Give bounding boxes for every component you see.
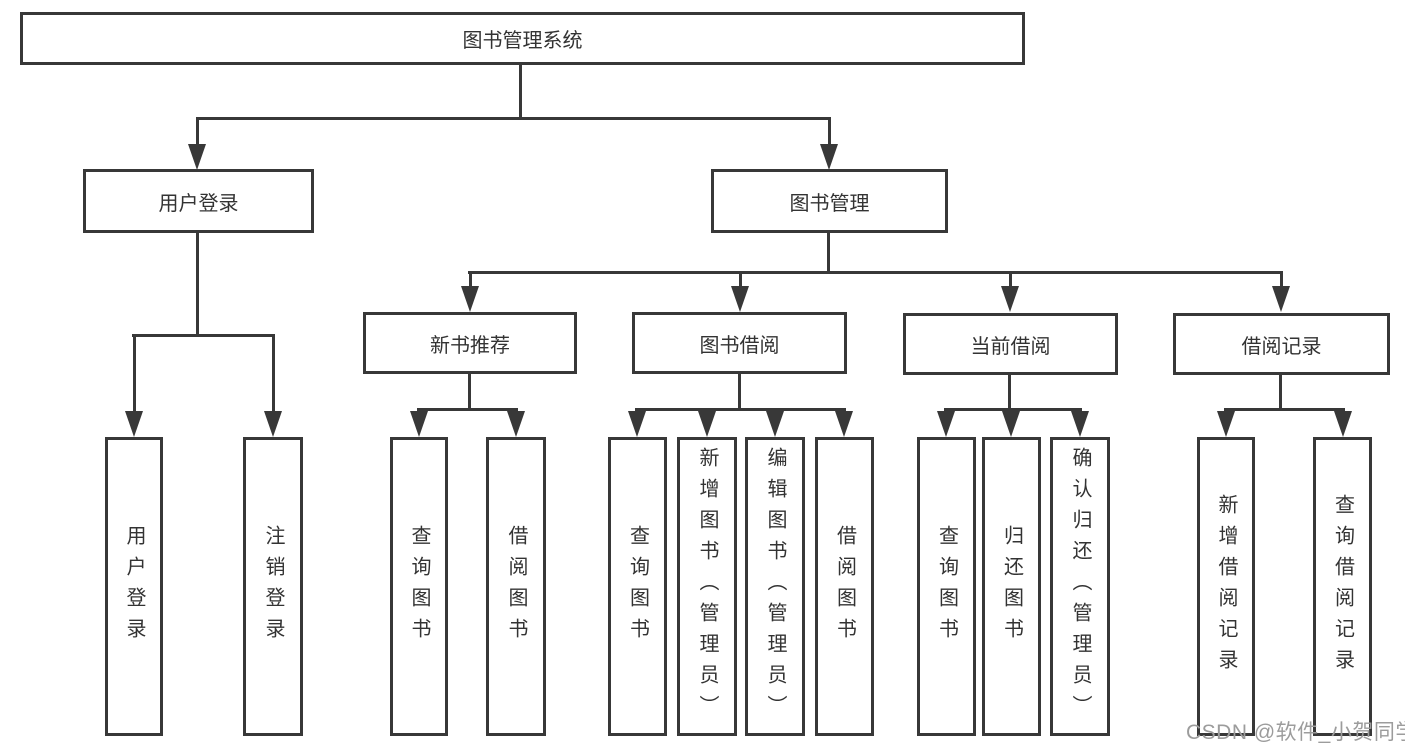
node-label: 借阅记录	[1241, 335, 1322, 358]
node-book-borrowing: 图书借阅	[632, 312, 847, 374]
arrow-leaf-query-record	[1334, 408, 1352, 437]
node-label: 新增图书（管理员）	[696, 447, 718, 726]
arrow-leaf-add-record	[1217, 408, 1235, 437]
node-label: 查询图书	[408, 524, 430, 649]
node-label: 图书借阅	[699, 334, 780, 357]
node-label: 确认归还（管理员）	[1069, 447, 1091, 726]
node-user-login: 用户登录	[83, 169, 314, 233]
leaf-query-books: 查询图书	[917, 437, 976, 736]
edge-borrow-records-branch	[1224, 408, 1344, 411]
edge-book-management-stem	[827, 233, 830, 273]
arrow-new-book-recommend	[461, 271, 479, 312]
arrow-leaf-borrow-books	[507, 408, 525, 437]
arrow-leaf-query-books	[410, 408, 428, 437]
edge-new-book-stem	[468, 374, 471, 410]
node-label: 归还图书	[1000, 524, 1023, 649]
node-new-book-recommend: 新书推荐	[363, 312, 577, 374]
arrow-leaf-query-books	[937, 408, 955, 437]
node-label: 图书管理	[789, 192, 870, 215]
leaf-borrow-books: 借阅图书	[486, 437, 546, 736]
node-current-borrowing: 当前借阅	[903, 313, 1118, 375]
edge-new-book-branch	[417, 408, 518, 411]
node-label: 借阅图书	[505, 524, 527, 649]
edge-user-login-stem	[196, 233, 199, 335]
leaf-query-books: 查询图书	[390, 437, 448, 736]
node-label: 用户登录	[158, 192, 239, 215]
leaf-return-book: 归还图书	[982, 437, 1041, 736]
edge-level1-branch	[196, 117, 830, 120]
arrow-borrowing-records	[1272, 271, 1290, 312]
edge-book-borrow-stem	[738, 374, 741, 410]
leaf-add-book-admin: 新增图书（管理员）	[677, 437, 737, 736]
arrow-leaf-edit-book	[766, 408, 784, 437]
leaf-add-borrow-record: 新增借阅记录	[1197, 437, 1255, 736]
csdn-watermark: CSDN @软件_小贺同学	[1186, 721, 1405, 744]
arrow-leaf-confirm-return	[1071, 408, 1089, 437]
edge-current-borrow-stem	[1008, 375, 1011, 410]
arrow-leaf-query-books	[628, 408, 646, 437]
leaf-query-books: 查询图书	[608, 437, 667, 736]
node-book-management: 图书管理	[711, 169, 948, 233]
arrow-leaf-add-book	[698, 408, 716, 437]
arrow-user-login	[188, 117, 206, 170]
leaf-user-login: 用户登录	[105, 437, 163, 736]
node-library-management-system: 图书管理系统	[20, 12, 1025, 65]
arrow-leaf-user-login	[125, 334, 143, 437]
arrow-leaf-return-book	[1002, 408, 1020, 437]
arrow-book-management	[820, 117, 838, 170]
edge-current-borrow-branch	[944, 408, 1081, 411]
node-label: 当前借阅	[970, 335, 1051, 358]
leaf-edit-book-admin: 编辑图书（管理员）	[745, 437, 805, 736]
arrow-leaf-logout	[264, 334, 282, 437]
leaf-query-borrow-record: 查询借阅记录	[1313, 437, 1372, 736]
edge-book-borrow-branch	[635, 408, 846, 411]
edge-root-stem	[519, 65, 522, 118]
node-label: 查询图书	[626, 524, 649, 649]
node-borrowing-records: 借阅记录	[1173, 313, 1390, 375]
node-label: 查询图书	[935, 524, 958, 649]
node-label: 查询借阅记录	[1331, 493, 1354, 680]
node-label: 新增借阅记录	[1215, 493, 1237, 680]
leaf-borrow-books: 借阅图书	[815, 437, 874, 736]
arrow-leaf-borrow-books	[835, 408, 853, 437]
leaf-confirm-return-admin: 确认归还（管理员）	[1050, 437, 1110, 736]
node-label: 图书管理系统	[462, 30, 583, 52]
node-label: 借阅图书	[833, 524, 856, 649]
leaf-logout: 注销登录	[243, 437, 303, 736]
edge-borrow-records-stem	[1279, 375, 1282, 410]
node-label: 编辑图书（管理员）	[764, 447, 786, 726]
node-label: 注销登录	[262, 524, 284, 649]
arrow-current-borrowing	[1001, 271, 1019, 312]
node-label: 用户登录	[123, 524, 145, 649]
edge-user-login-branch	[132, 334, 275, 337]
node-label: 新书推荐	[430, 334, 510, 357]
edge-level3-branch	[468, 271, 1282, 274]
arrow-book-borrowing	[731, 271, 749, 312]
